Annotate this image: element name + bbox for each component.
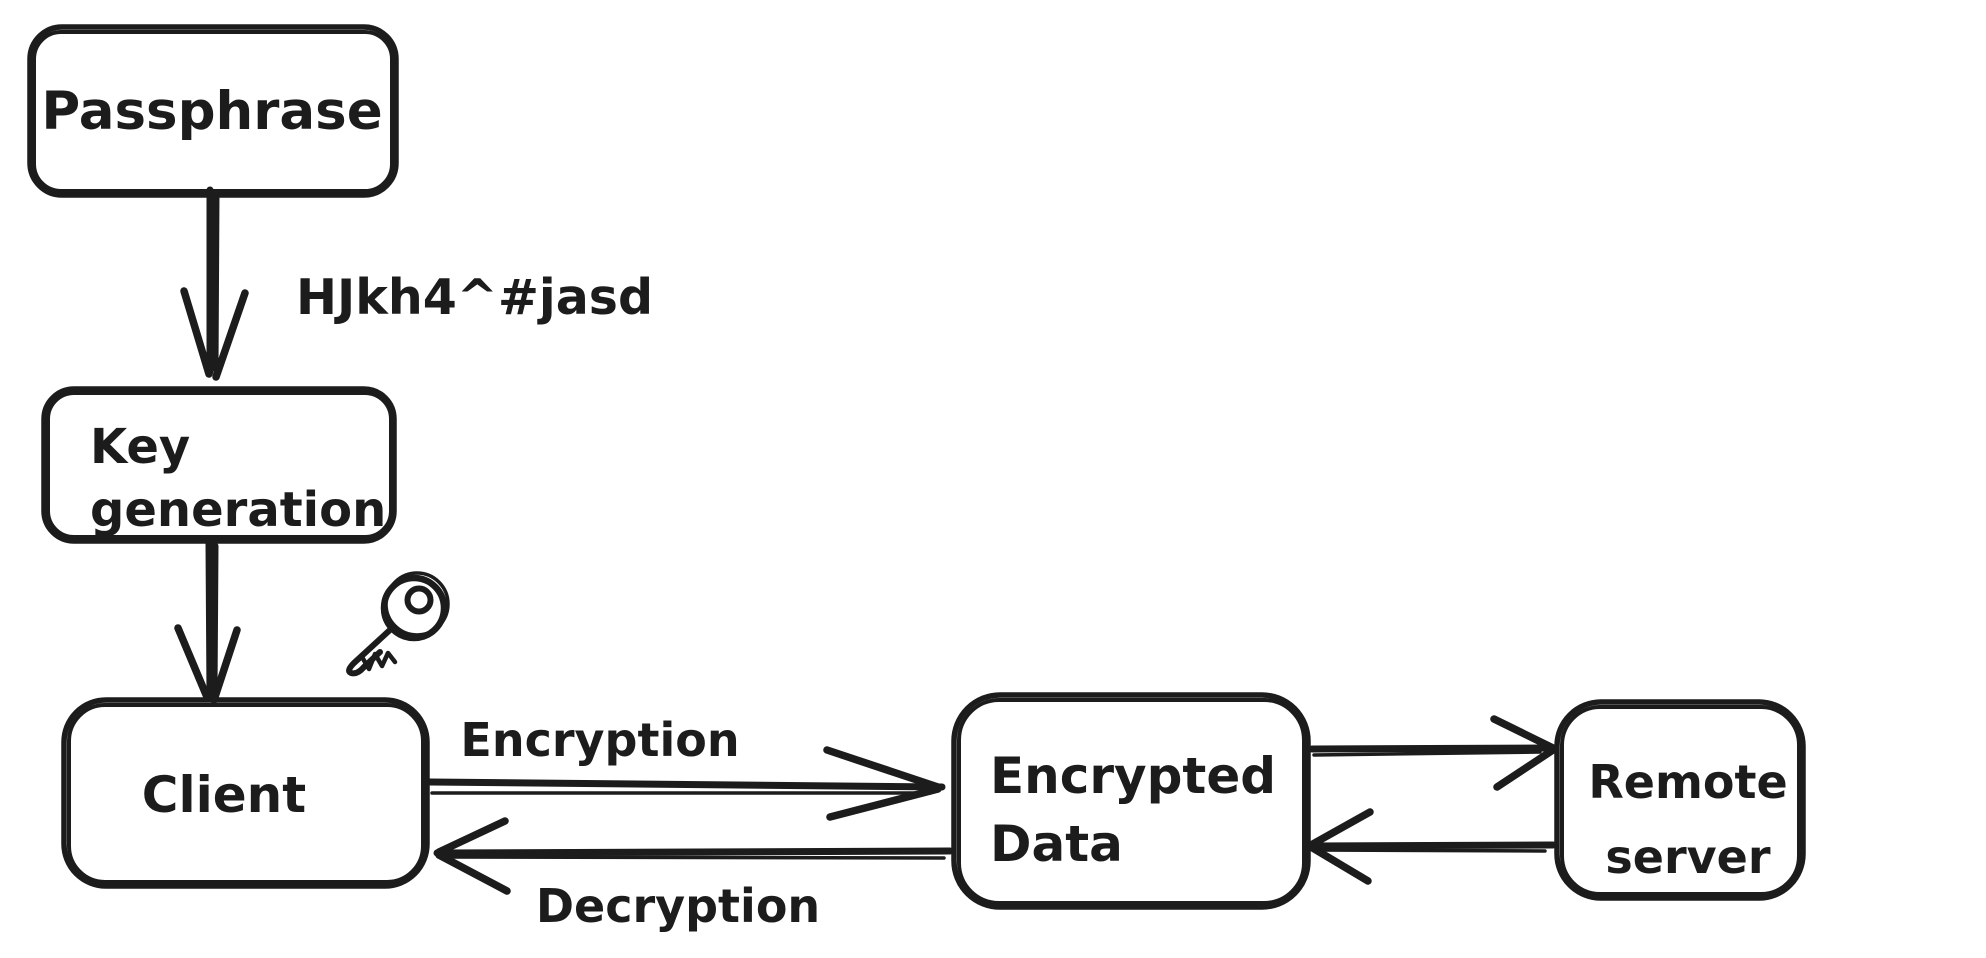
node-remote-server-shape-sketch [1560, 705, 1801, 896]
node-key-generation-shape [41, 386, 397, 544]
node-key-generation-shape-sketch [46, 391, 393, 539]
edge-encryption: Encryption [426, 713, 946, 821]
node-client-shape [61, 697, 430, 889]
node-encrypted-data: Encrypted Data [951, 692, 1311, 910]
node-encrypted-data-label-line1: Encrypted [990, 747, 1276, 805]
edge-encryption-label: Encryption [460, 713, 739, 767]
node-key-generation: Key generation [41, 386, 397, 544]
node-client-label: Client [142, 766, 306, 824]
node-passphrase: Passphrase [27, 24, 399, 198]
key-icon [346, 571, 450, 677]
node-remote-server-shape [1554, 699, 1806, 901]
node-remote-server-label-line1: Remote [1588, 755, 1787, 809]
node-remote-server: Remote server [1554, 699, 1806, 901]
edge-decryption-label: Decryption [536, 879, 820, 933]
node-passphrase-label: Passphrase [41, 81, 382, 142]
edge-remote-server-to-encrypted-data [1307, 808, 1557, 885]
edge-key-generation-to-client [174, 539, 241, 704]
edge-derive-key-label: HJkh4^#jasd [296, 269, 653, 326]
node-key-generation-label-line1: Key [90, 419, 190, 475]
edge-encrypted-data-to-remote-server [1308, 715, 1557, 791]
edge-passphrase-to-key-generation: HJkh4^#jasd [180, 186, 653, 381]
node-encrypted-data-label-line2: Data [990, 815, 1123, 873]
node-remote-server-label-line2: server [1605, 830, 1770, 884]
node-client-shape-sketch [67, 703, 425, 884]
edge-decryption: Decryption [433, 817, 954, 933]
node-encrypted-data-shape [951, 692, 1311, 910]
node-key-generation-label-line2: generation [90, 482, 386, 538]
node-encrypted-data-shape-sketch [957, 698, 1306, 905]
node-client: Client [61, 697, 430, 889]
